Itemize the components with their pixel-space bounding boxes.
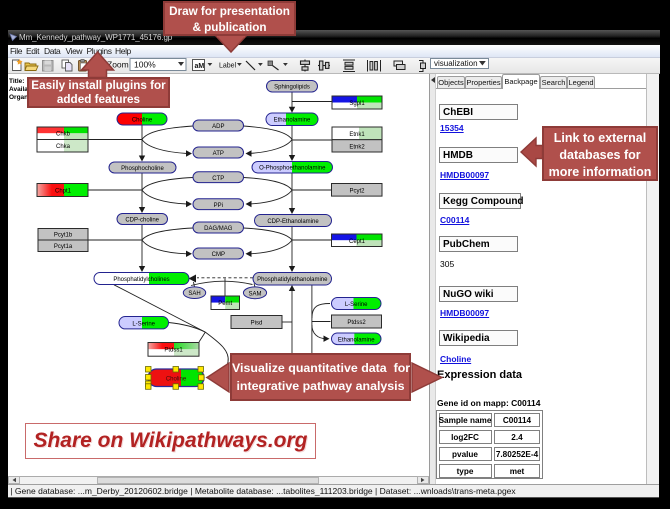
svg-text:Ptdss2: Ptdss2 <box>347 320 366 326</box>
svg-text:Pisd: Pisd <box>251 321 263 327</box>
svg-text:Pcyt2: Pcyt2 <box>349 189 365 195</box>
svg-text:100%: 100% <box>134 60 156 70</box>
svg-text:Chpt1: Chpt1 <box>55 189 72 195</box>
svg-text:PPi: PPi <box>214 203 223 209</box>
svg-text:Chkb: Chkb <box>56 132 71 138</box>
svg-text:L-Serine: L-Serine <box>132 321 155 327</box>
svg-text:ATP: ATP <box>213 151 224 157</box>
svg-text:O-Phosphoethanolamine: O-Phosphoethanolamine <box>259 166 326 172</box>
svg-text:aM: aM <box>195 63 205 70</box>
svg-text:CTP: CTP <box>212 176 224 182</box>
svg-text:Ethanolamine: Ethanolamine <box>274 118 311 124</box>
svg-text:ADP: ADP <box>212 124 224 130</box>
svg-text:C00114: C00114 <box>503 416 532 425</box>
svg-text:CDP-Ethanolamine: CDP-Ethanolamine <box>267 219 319 225</box>
svg-text:Sgpl1: Sgpl1 <box>349 101 365 107</box>
svg-text:Ptdss1: Ptdss1 <box>164 348 183 354</box>
svg-text:Etnk1: Etnk1 <box>349 132 365 138</box>
svg-text:Organis: Organis <box>9 94 34 101</box>
svg-text:Phosphocholine: Phosphocholine <box>121 166 164 172</box>
svg-text:Cept1: Cept1 <box>349 239 366 245</box>
svg-text:Pemt: Pemt <box>218 301 232 307</box>
svg-text:DAG/MAG: DAG/MAG <box>204 226 233 232</box>
svg-text:Chka: Chka <box>56 144 71 150</box>
svg-text:7.80252E-4: 7.80252E-4 <box>496 450 539 459</box>
svg-text:Etnk2: Etnk2 <box>349 145 365 151</box>
svg-text:Choline: Choline <box>132 118 153 124</box>
svg-text:Title:: Title: <box>9 78 24 85</box>
svg-text:Pcyt1b: Pcyt1b <box>54 233 73 239</box>
svg-text:Zoom:: Zoom: <box>107 60 131 70</box>
svg-text:Label: Label <box>219 63 237 70</box>
svg-text:Phosphatidylcholines: Phosphatidylcholines <box>113 277 169 283</box>
svg-text:SAM: SAM <box>248 291 261 297</box>
svg-text:pvalue: pvalue <box>452 450 478 459</box>
svg-text:met: met <box>510 467 525 476</box>
svg-text:CMP: CMP <box>212 252 225 258</box>
svg-text:Pcyt1a: Pcyt1a <box>54 244 73 250</box>
svg-text:Sample name: Sample name <box>439 416 492 425</box>
svg-text:type: type <box>457 467 474 476</box>
svg-text:Choline: Choline <box>166 377 187 383</box>
svg-text:Sphingolipids: Sphingolipids <box>274 85 310 91</box>
svg-text:log2FC: log2FC <box>451 433 479 442</box>
svg-text:Phosphatidylethanolamine: Phosphatidylethanolamine <box>257 277 328 283</box>
svg-text:SAH: SAH <box>188 291 200 297</box>
svg-text:Ethanolamine: Ethanolamine <box>338 337 375 343</box>
svg-text:L-Serine: L-Serine <box>345 302 368 308</box>
svg-text:CDP-choline: CDP-choline <box>125 218 159 224</box>
svg-text:Availab: Availab <box>9 86 32 93</box>
svg-text:2.4: 2.4 <box>511 433 523 442</box>
